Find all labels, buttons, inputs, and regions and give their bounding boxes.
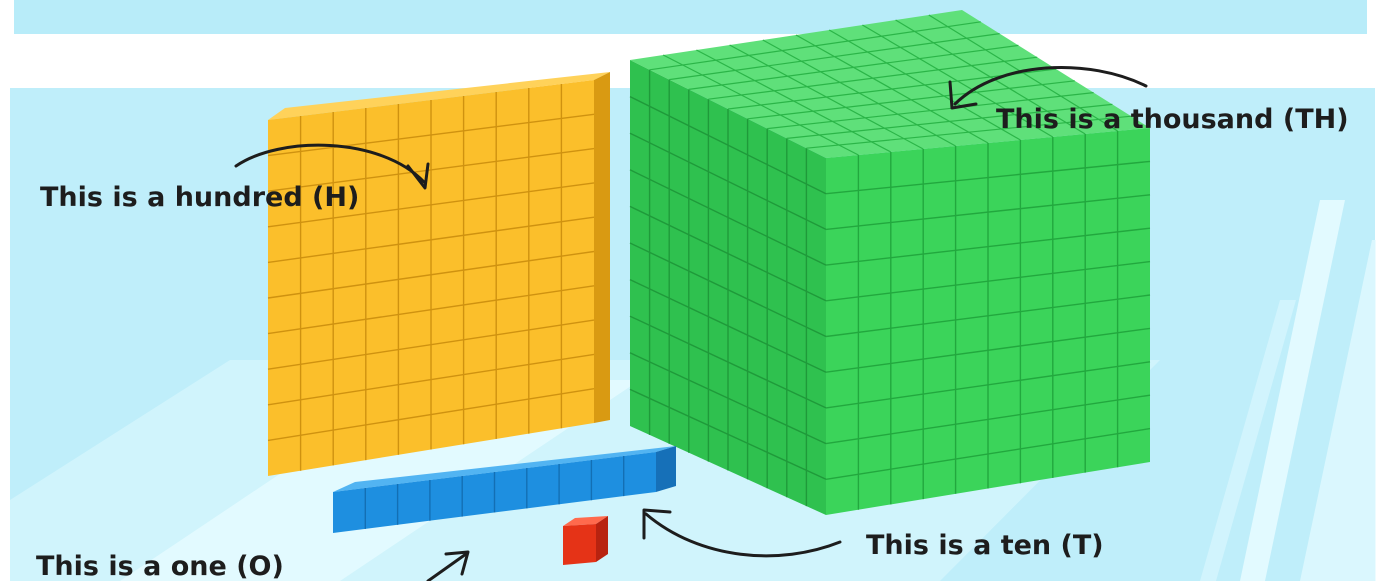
ten-rod-end [656,446,676,492]
label-one: This is a one (O) [36,551,284,581]
top-banner [14,0,1367,34]
thousand-cube [630,10,1150,515]
label-thousand: This is a thousand (TH) [996,104,1349,135]
label-hundred: This is a hundred (H) [40,182,359,213]
hundred-flat-side-edge [594,72,610,423]
one-cube-side [596,516,608,562]
one-cube [563,516,608,565]
hundred-flat [268,72,610,476]
one-cube-front [563,524,596,565]
label-ten: This is a ten (T) [866,530,1104,561]
